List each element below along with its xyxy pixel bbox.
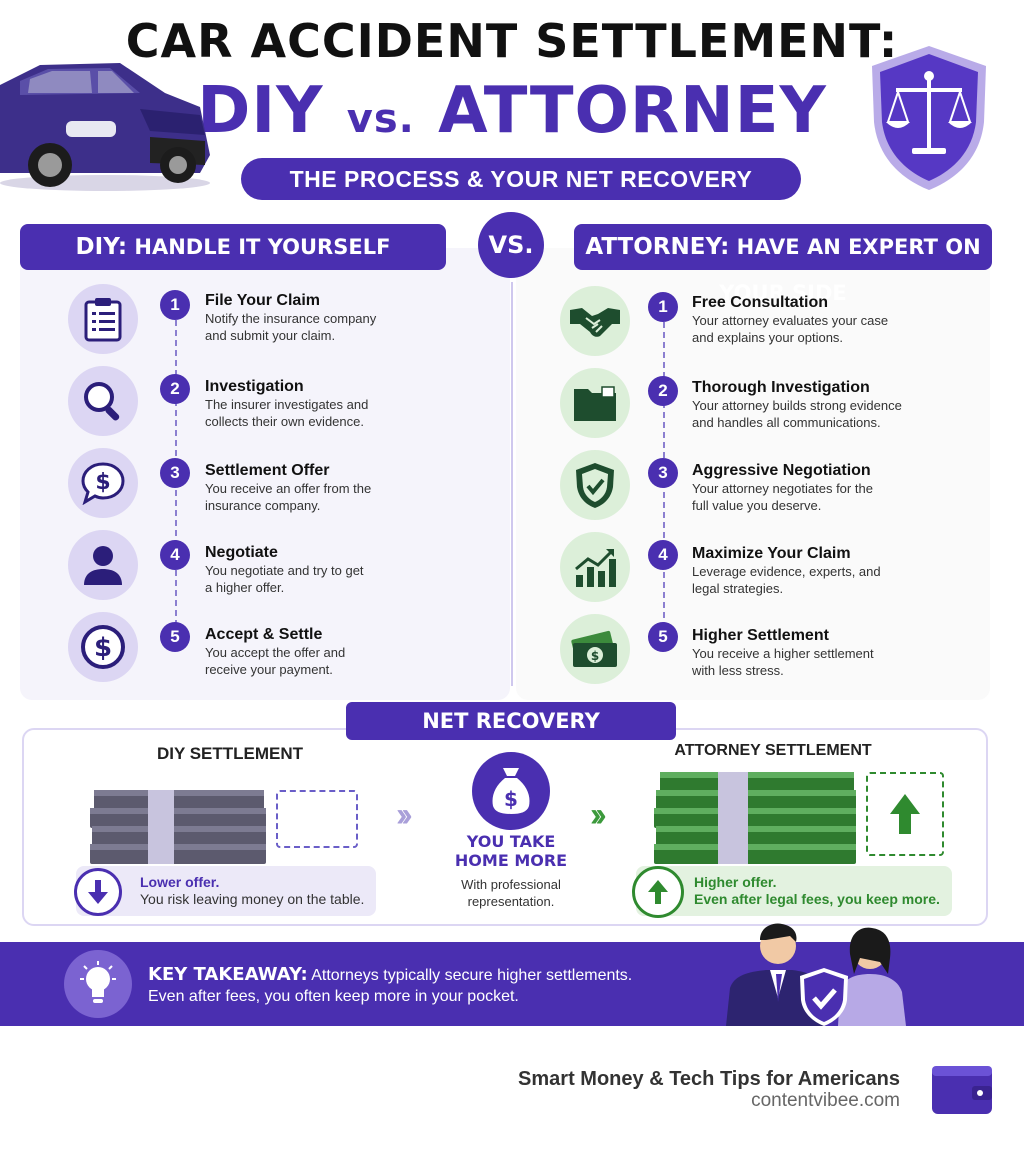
svg-text:$: $	[504, 787, 518, 811]
professional-representation-text: With professional representation.	[440, 876, 582, 910]
attorney-header-strong: ATTORNEY:	[585, 234, 730, 260]
diy-header-strong: DIY:	[75, 234, 128, 260]
footer-url-link[interactable]: contentvibee.com	[751, 1090, 900, 1111]
attorney-step-number: 2	[648, 376, 678, 406]
title-attorney: ATTORNEY	[438, 74, 827, 148]
take-home-more-text: YOU TAKE HOME MORE	[440, 832, 582, 870]
dollar-speech-icon: $	[68, 448, 138, 518]
professional-line2: representation.	[467, 894, 555, 909]
footer-tagline: Smart Money & Tech Tips for Americans	[518, 1068, 900, 1090]
higher-offer-title: Higher offer.	[694, 874, 777, 890]
diy-header-rest: HANDLE IT YOURSELF	[134, 235, 391, 259]
diy-settlement-label: DIY SETTLEMENT	[156, 744, 304, 763]
folder-icon	[560, 368, 630, 438]
diy-step-number: 5	[160, 622, 190, 652]
svg-text:$: $	[591, 649, 599, 663]
magnifier-icon	[68, 366, 138, 436]
lightbulb-icon	[64, 950, 132, 1018]
money-bag-icon: $	[472, 752, 550, 830]
diy-step-title: Accept & Settle	[205, 626, 323, 643]
chevron-right-icon: ››	[396, 796, 412, 834]
cash-stack-icon: $	[560, 614, 630, 684]
diy-column-header: DIY: HANDLE IT YOURSELF	[20, 224, 446, 270]
handshake-icon	[560, 286, 630, 356]
attorney-step-title: Thorough Investigation	[692, 379, 870, 396]
attorney-step-title: Maximize Your Claim	[692, 545, 851, 562]
growth-chart-icon	[560, 532, 630, 602]
justice-scales-shield-icon	[872, 46, 986, 190]
title-vs: vs.	[346, 96, 415, 142]
column-divider	[511, 282, 513, 686]
extra-money-indicator	[866, 772, 944, 856]
clipboard-icon	[68, 284, 138, 354]
attorney-step-number: 3	[648, 458, 678, 488]
dollar-coin-icon: $	[68, 612, 138, 682]
arrow-up-icon	[890, 794, 920, 834]
attorney-header-rest: HAVE AN EXPERT ON YOUR SIDE	[719, 235, 981, 305]
diy-step-number: 4	[160, 540, 190, 570]
take-home-line1: YOU TAKE	[466, 832, 556, 851]
infographic-title: CAR ACCIDENT SETTLEMENT:	[125, 14, 899, 68]
diy-step-desc: You accept the offer and receive your pa…	[205, 645, 346, 677]
attorney-settlement-label: ATTORNEY SETTLEMENT	[674, 742, 872, 759]
key-takeaway-line2: Even after fees, you often keep more in …	[148, 988, 519, 1005]
professional-line1: With professional	[461, 877, 561, 892]
diy-step-desc: You receive an offer from the insurance …	[205, 481, 372, 513]
lower-offer-desc: You risk leaving money on the table.	[140, 891, 365, 907]
title-diy: DIY	[197, 74, 324, 148]
svg-text:$: $	[94, 633, 112, 663]
arrow-up-icon	[632, 866, 684, 918]
lower-offer-box	[76, 866, 376, 916]
diy-step-number: 3	[160, 458, 190, 488]
person-icon	[68, 530, 138, 600]
higher-offer-box	[636, 866, 952, 916]
key-takeaway-line1: KEY TAKEAWAY: Attorneys typically secure…	[148, 964, 632, 985]
process-subtitle-banner: THE PROCESS & YOUR NET RECOVERY	[241, 158, 801, 200]
attorney-step-title: Aggressive Negotiation	[692, 462, 871, 479]
net-recovery-title: NET RECOVERY COMPARISON	[346, 702, 676, 771]
diy-step-title: Settlement Offer	[205, 462, 330, 479]
higher-offer-desc: Even after legal fees, you keep more.	[694, 891, 940, 907]
attorney-step-desc: You receive a higher settlement with les…	[692, 646, 874, 678]
shield-check-icon	[560, 450, 630, 520]
diy-step-desc: You negotiate and try to get a higher of…	[205, 563, 364, 595]
diy-step-desc: The insurer investigates and collects th…	[205, 397, 369, 429]
diy-step-title: File Your Claim	[205, 292, 320, 309]
attorney-step-number: 1	[648, 292, 678, 322]
attorney-step-desc: Leverage evidence, experts, and legal st…	[692, 564, 881, 596]
missing-money-placeholder	[276, 790, 358, 848]
attorney-step-desc: Your attorney evaluates your case and ex…	[692, 313, 889, 345]
key-takeaway-text1: Attorneys typically secure higher settle…	[311, 967, 633, 984]
chevron-right-icon: ››	[590, 796, 606, 834]
svg-text:$: $	[95, 470, 110, 495]
lower-offer-title: Lower offer.	[140, 874, 220, 890]
diy-step-number: 2	[160, 374, 190, 404]
attorney-step-title: Free Consultation	[692, 294, 829, 311]
attorney-column-header: ATTORNEY: HAVE AN EXPERT ON YOUR SIDE	[574, 224, 992, 305]
take-home-line2: HOME MORE	[454, 851, 568, 870]
diy-step-desc: Notify the insurance company and submit …	[205, 311, 377, 343]
wallet-icon	[932, 1066, 992, 1114]
attorney-client-illustration	[726, 923, 906, 1026]
diy-step-title: Negotiate	[205, 544, 278, 561]
vs-badge: VS.	[478, 212, 544, 278]
arrow-down-icon	[74, 868, 122, 916]
attorney-step-desc: Your attorney builds strong evidence and…	[692, 398, 902, 430]
infographic-subtitle-heading: DIY vs. ATTORNEY	[0, 74, 1024, 148]
green-money-stack-icon	[654, 772, 856, 864]
damaged-car-icon	[0, 63, 210, 191]
attorney-step-title: Higher Settlement	[692, 627, 829, 644]
attorney-step-number: 4	[648, 540, 678, 570]
key-takeaway-label: KEY TAKEAWAY:	[148, 964, 308, 985]
attorney-step-desc: Your attorney negotiates for the full va…	[692, 481, 873, 513]
attorney-step-number: 5	[648, 622, 678, 652]
grey-money-stack-icon	[90, 790, 266, 864]
diy-step-title: Investigation	[205, 378, 304, 395]
diy-step-number: 1	[160, 290, 190, 320]
